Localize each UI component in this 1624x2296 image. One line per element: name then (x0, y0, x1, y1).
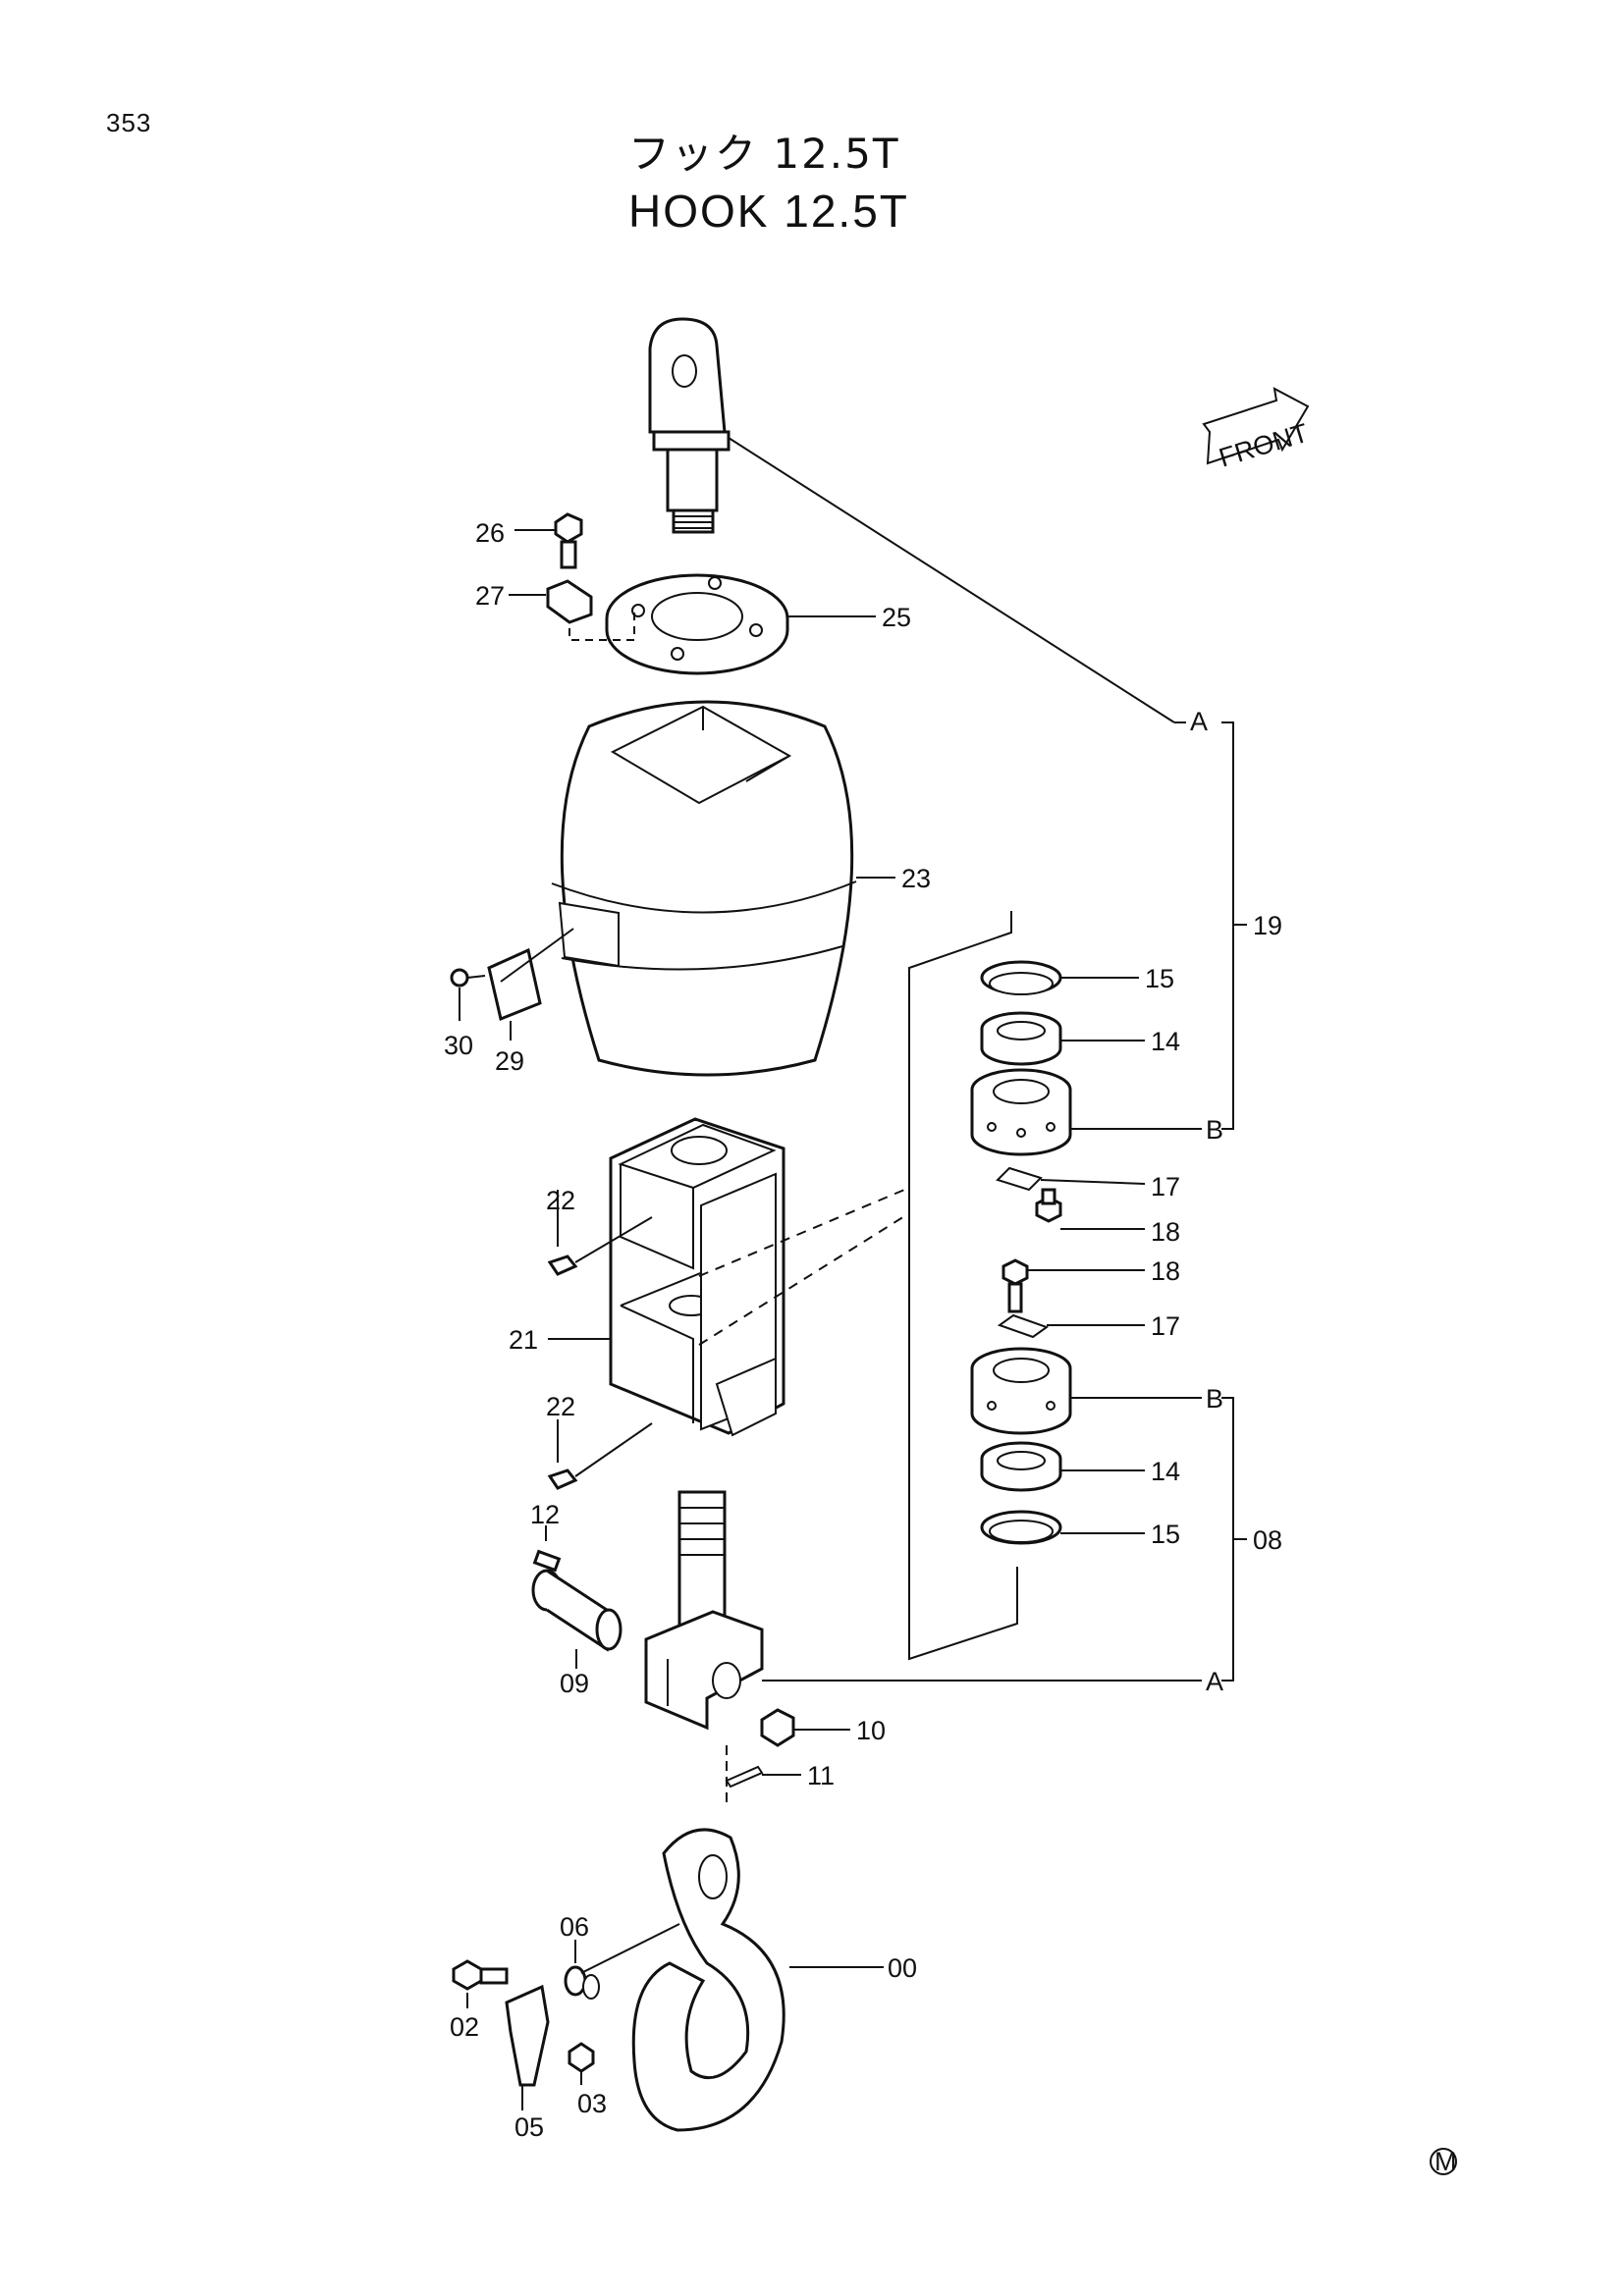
m-marker-icon: M (1430, 2147, 1457, 2176)
callout-label: 14 (1151, 1457, 1180, 1486)
callout-labels: 26 27 25 A 23 19 15 14 B 30 29 17 18 18 … (444, 518, 1282, 2142)
callout-label: A (1206, 1667, 1223, 1696)
callout-label: 17 (1151, 1311, 1180, 1341)
callout-label: 21 (509, 1325, 538, 1355)
callout-label: 02 (450, 2012, 479, 2042)
counterweight (551, 700, 857, 1077)
callout-label: 18 (1151, 1256, 1180, 1286)
callout-label: 03 (577, 2089, 607, 2118)
callout-label: B (1206, 1384, 1223, 1414)
callout-label: 10 (856, 1716, 886, 1745)
callout-label: 15 (1151, 1520, 1180, 1549)
upper-bearing-stack (970, 960, 1072, 1223)
crane-hook (631, 1828, 785, 2132)
spring-icon (564, 1965, 587, 1997)
nameplate (487, 947, 542, 1022)
callout-label: 22 (546, 1186, 575, 1215)
lock-plate (546, 579, 593, 624)
callout-label: 23 (901, 864, 931, 893)
safety-latch (505, 1984, 550, 2087)
nut-icon (568, 2042, 595, 2073)
castle-nut-icon (760, 1708, 795, 1747)
callout-label: B (1206, 1115, 1223, 1145)
lower-bearing-stack (970, 1258, 1072, 1545)
callout-label: 06 (560, 1912, 589, 1942)
yoke-pin (531, 1549, 623, 1652)
bolt-icon (452, 1959, 483, 1991)
cotter-pin-icon (725, 1765, 764, 1789)
front-arrow-icon: FRONT (1202, 387, 1312, 473)
grease-fitting-icon (547, 1468, 578, 1490)
leader-lines (459, 529, 1247, 2110)
callout-label: 17 (1151, 1172, 1180, 1201)
page-number: 353 (106, 108, 152, 137)
callout-label: 11 (807, 1761, 835, 1790)
bolt-icon (554, 512, 583, 569)
callout-label: 22 (546, 1392, 575, 1421)
screw-icon (450, 968, 469, 988)
title-english: HOOK 12.5T (628, 186, 909, 237)
callout-label: 14 (1151, 1027, 1180, 1056)
callout-label: 29 (495, 1046, 524, 1076)
top-clevis-pin (648, 317, 731, 534)
callout-label: 19 (1253, 911, 1282, 940)
callout-label: 18 (1151, 1217, 1180, 1247)
callout-label: 27 (475, 581, 505, 611)
marker-label: M (1435, 2147, 1457, 2176)
hook-frame (609, 1117, 910, 1437)
callout-label: A (1190, 707, 1208, 736)
callout-label: 09 (560, 1669, 589, 1698)
callout-label: 12 (530, 1500, 560, 1529)
callout-label: 00 (888, 1953, 917, 1983)
top-plate (605, 573, 789, 675)
title-block: フック 12.5T HOOK 12.5T (628, 126, 982, 240)
title-japanese: フック 12.5T (628, 130, 900, 178)
callout-label: 25 (882, 603, 911, 632)
callout-label: 05 (514, 2112, 544, 2142)
callout-label: 15 (1145, 964, 1174, 993)
grease-fitting-icon (547, 1255, 578, 1276)
callout-label: 26 (475, 518, 505, 548)
callout-label: 08 (1253, 1525, 1282, 1555)
callout-label: 30 (444, 1031, 473, 1060)
hook-yoke (644, 1490, 764, 1731)
